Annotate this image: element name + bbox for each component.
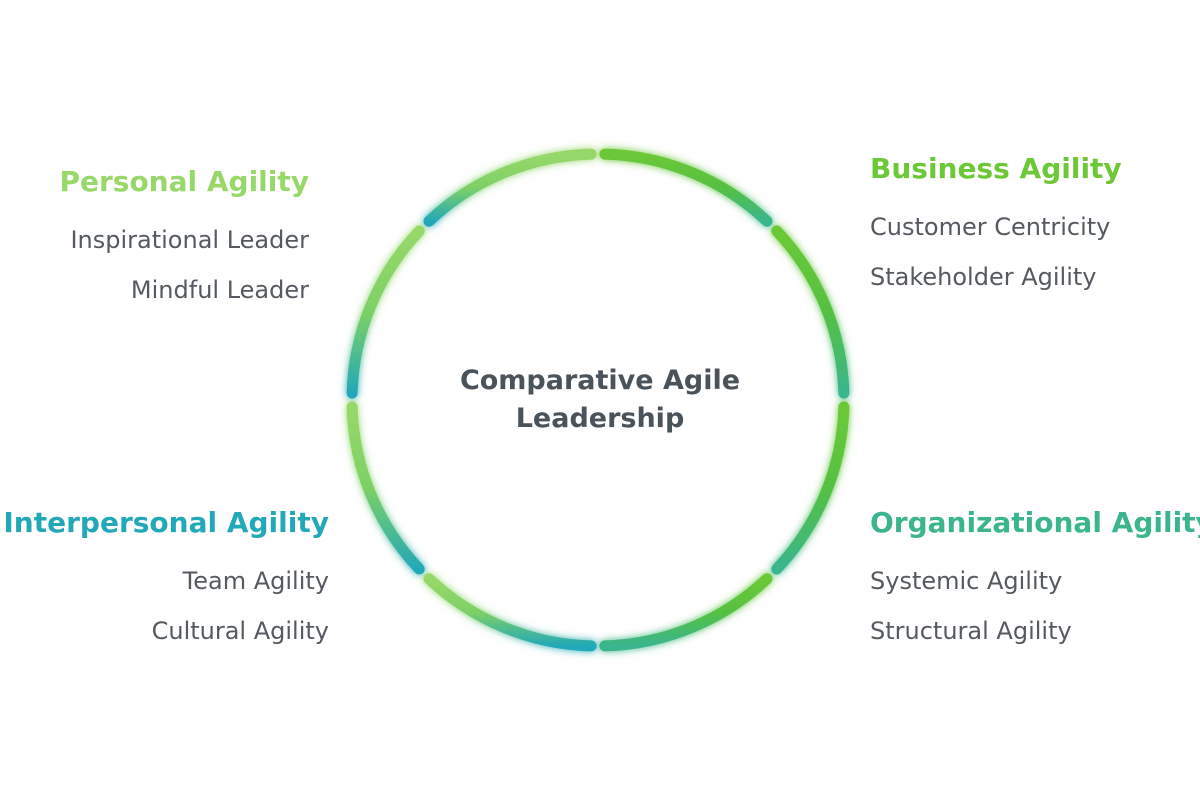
business-item-2: Stakeholder Agility [870,263,1097,291]
ring-segment-organizational-2 [599,573,773,652]
interpersonal-agility-block: Interpersonal Agility Team Agility Cultu… [3,505,329,656]
ring-segment-interpersonal-2 [346,401,425,575]
ring-segment-business-1 [599,148,773,227]
center-title: Comparative Agile Leadership [440,362,760,438]
organizational-item-1: Systemic Agility [870,567,1063,595]
ring-segment-personal-2 [423,148,597,227]
ring-segment-interpersonal-1 [423,573,597,652]
ring-segment-business-2 [771,225,850,399]
ring-segment-personal-1 [346,225,425,399]
interpersonal-item-2: Cultural Agility [151,617,329,645]
business-agility-heading: Business Agility [870,152,1122,185]
business-agility-block: Business Agility Customer Centricity Sta… [870,151,1122,302]
center-title-line-2: Leadership [515,403,685,434]
personal-agility-heading: Personal Agility [59,165,309,198]
organizational-item-2: Structural Agility [870,617,1072,645]
personal-item-2: Mindful Leader [130,276,309,304]
personal-item-1: Inspirational Leader [70,226,309,254]
personal-agility-block: Personal Agility Inspirational Leader Mi… [59,164,309,315]
center-title-line-1: Comparative Agile [459,365,741,396]
interpersonal-agility-heading: Interpersonal Agility [3,506,329,539]
organizational-agility-block: Organizational Agility Systemic Agility … [870,505,1200,656]
ring-segment-organizational-1 [771,401,850,575]
interpersonal-item-1: Team Agility [182,567,329,595]
business-item-1: Customer Centricity [870,213,1111,241]
organizational-agility-heading: Organizational Agility [870,506,1200,539]
